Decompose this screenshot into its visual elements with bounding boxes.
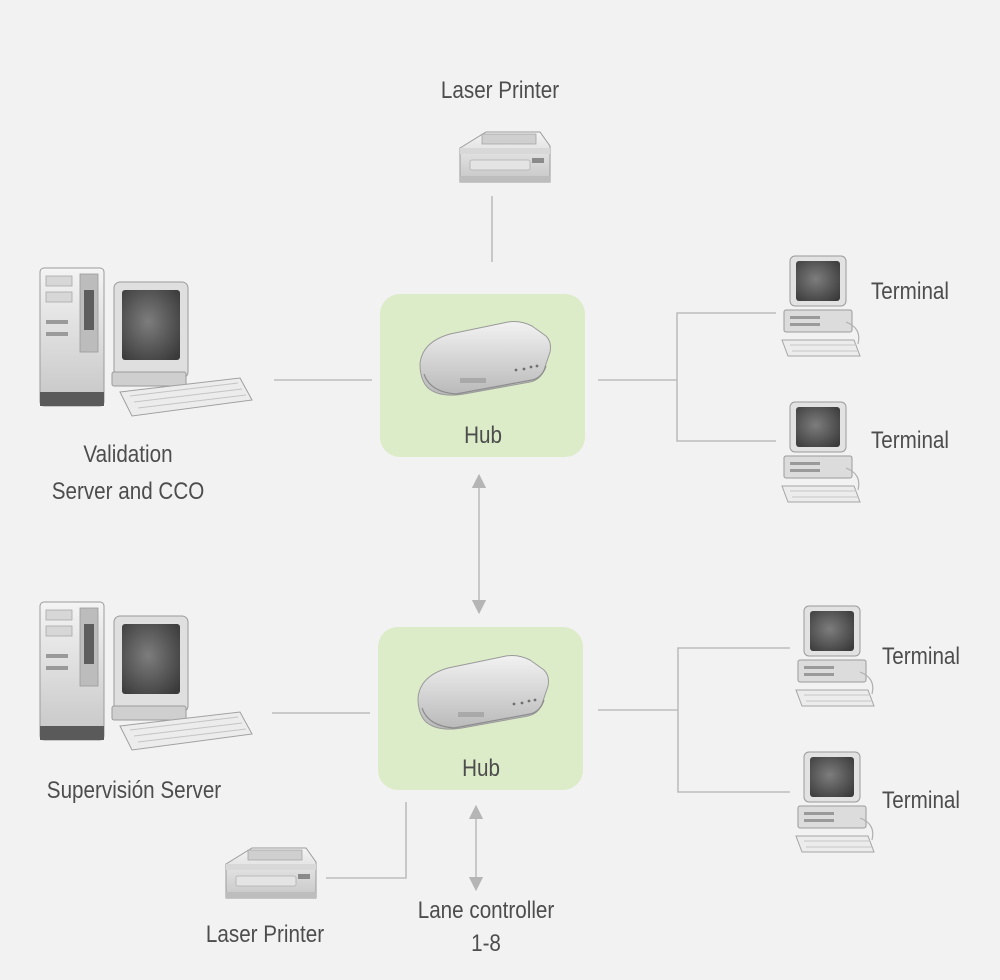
bottom-laser-printer-icon [225, 847, 317, 899]
upper-hub-label: Hub [464, 422, 502, 449]
bottom-printer-to-lower-hub-line [326, 802, 407, 879]
lane-controller-label-line2: 1-8 [471, 930, 501, 958]
upper-terminal-2-icon [781, 401, 861, 503]
supervision-server-icon [39, 601, 253, 751]
lane-controller-label: Lane controller 1-8 [400, 894, 572, 960]
validation-server-label-line1: Validation [83, 441, 173, 468]
upper-terminal-1-icon [781, 255, 861, 357]
connectors [272, 196, 790, 892]
upper-terminal-2-label: Terminal [870, 427, 949, 454]
lower-terminal-1-icon [795, 605, 875, 707]
top-laser-printer-icon [459, 131, 551, 183]
bottom-printer-label: Laser Printer [205, 921, 325, 948]
upper-terminal-1-label: Terminal [870, 278, 949, 305]
validation-server-icon [39, 267, 253, 417]
upper-terminals-bracket [676, 312, 776, 442]
top-printer-label: Laser Printer [440, 77, 560, 104]
lower-terminal-1-label: Terminal [881, 643, 960, 670]
validation-server-label: Validation Server and CCO [18, 436, 238, 510]
lower-hub-label: Hub [462, 755, 500, 782]
lower-terminal-2-icon [795, 751, 875, 853]
lower-terminals-bracket [677, 647, 790, 793]
lane-controller-label-line1: Lane controller [417, 897, 555, 924]
validation-server-label-line2: Server and CCO [51, 478, 205, 506]
lower-terminal-2-label: Terminal [881, 787, 960, 814]
supervision-server-label: Supervisión Server [46, 777, 222, 804]
